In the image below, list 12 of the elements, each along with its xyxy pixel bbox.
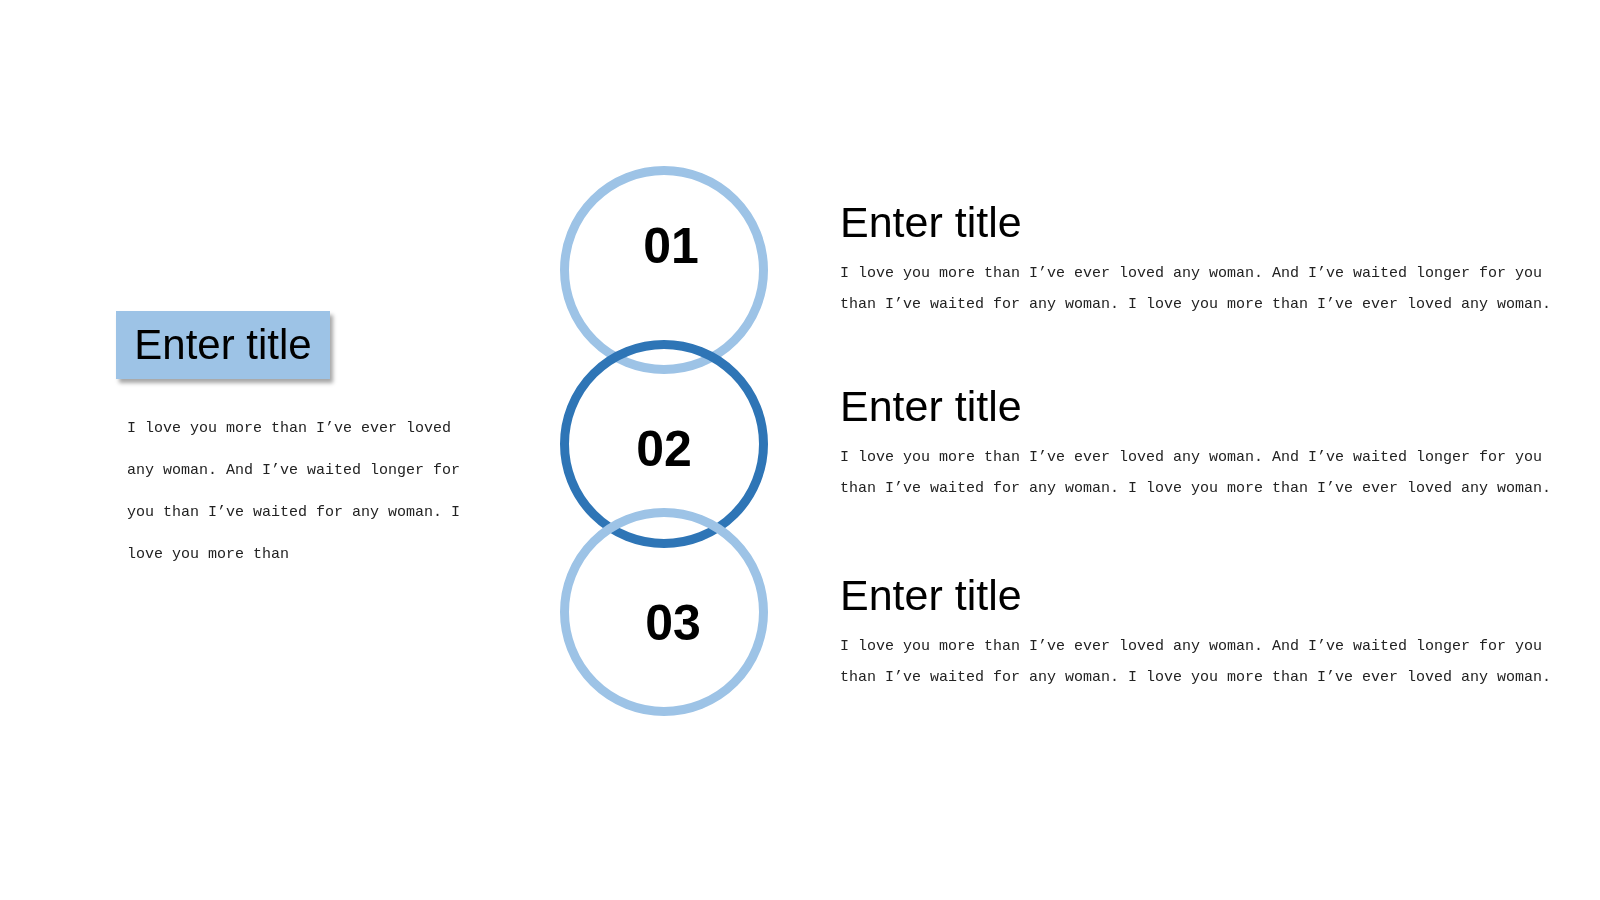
title-text: Enter title: [134, 321, 312, 369]
step-number: 03: [645, 595, 701, 651]
body-text: I love you more than I’ve ever loved any woman. And I’ve waited longer for you than I’ve waited for any woman. I love you more than I’ve ever loved any woman.: [840, 264, 1553, 315]
heading-text: Enter title: [840, 571, 1022, 619]
heading-text: Enter title: [840, 198, 1022, 246]
step-number: 02: [636, 421, 692, 477]
body-text: I love you more than I’ve ever loved any woman. And I’ve waited longer for you than I’ve waited for any woman. I love you more than: [127, 419, 462, 565]
step-number: 01: [643, 218, 699, 274]
body-text: I love you more than I’ve ever loved any woman. And I’ve waited longer for you than I’ve waited for any woman. I love you more than I’ve ever loved any woman.: [840, 448, 1553, 499]
title-banner: [116, 311, 330, 379]
heading-text: Enter title: [840, 382, 1022, 430]
body-text: I love you more than I’ve ever loved any woman. And I’ve waited longer for you than I’ve waited for any woman. I love you more than I’ve ever loved any woman.: [840, 637, 1553, 688]
